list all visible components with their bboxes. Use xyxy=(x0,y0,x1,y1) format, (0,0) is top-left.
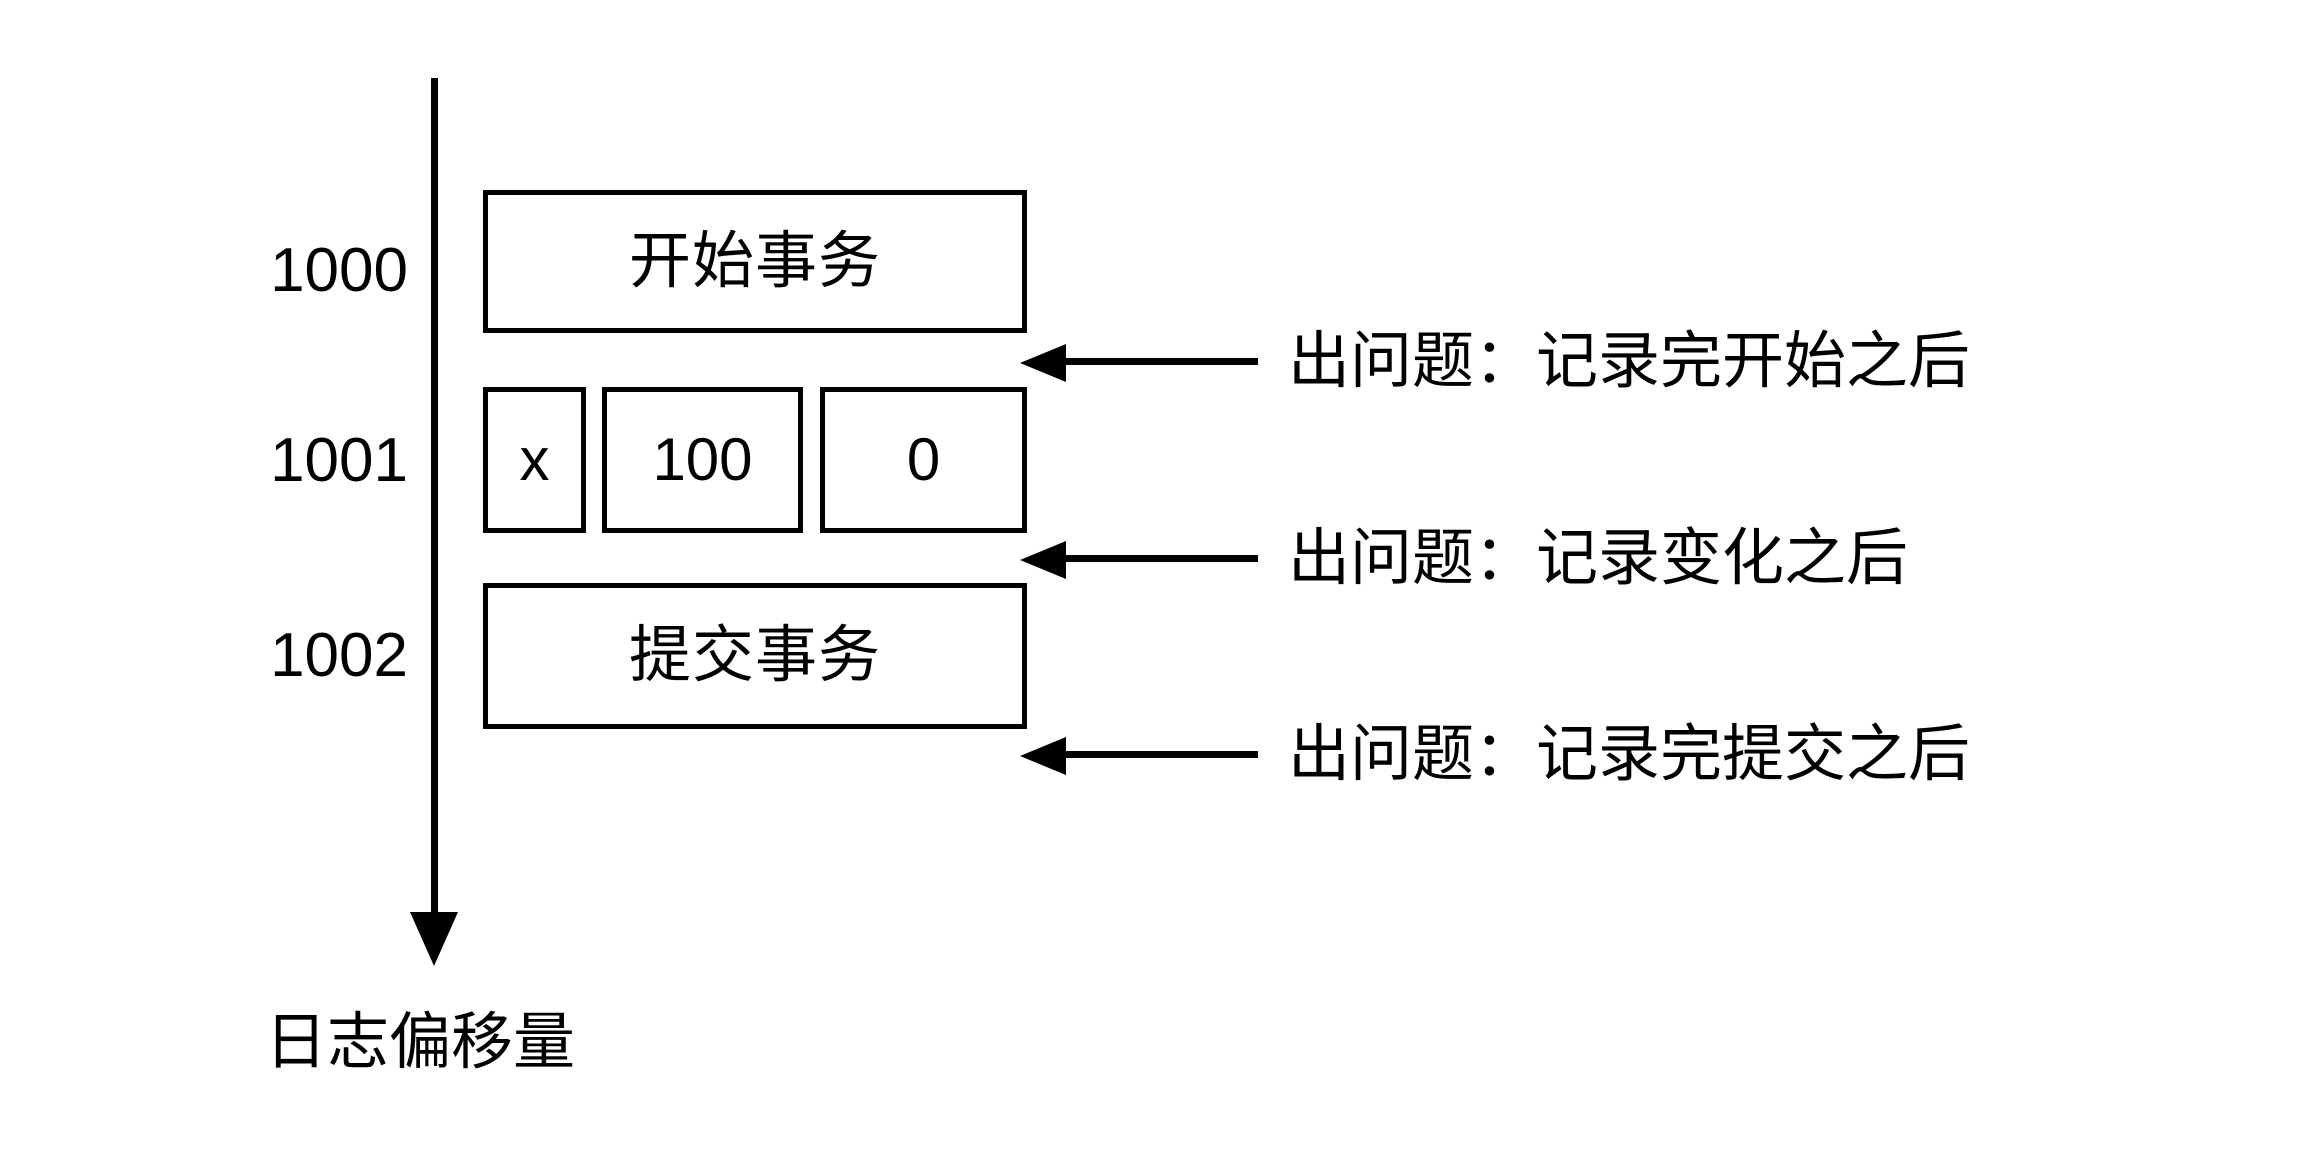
log-record-change-cell-old-value[interactable]: 100 xyxy=(602,387,803,533)
annotation-arrow-1 xyxy=(1020,342,1258,382)
log-record-commit[interactable]: 提交事务 xyxy=(483,583,1027,729)
annotation-arrow-2 xyxy=(1020,539,1258,579)
log-record-change-cell-new-value-label: 0 xyxy=(906,426,941,493)
annotation-text-3: 出问题：记录完提交之后 xyxy=(1288,720,1971,789)
log-record-begin-label: 开始事务 xyxy=(628,226,881,296)
annotation-arrow-2-shaft xyxy=(1060,555,1258,562)
axis-caption: 日志偏移量 xyxy=(265,1008,576,1077)
left-arrow-icon xyxy=(1020,737,1066,775)
down-arrow-icon xyxy=(410,912,458,966)
offset-label-1002: 1002 xyxy=(270,621,408,690)
log-record-change-cell-new-value[interactable]: 0 xyxy=(820,387,1027,533)
log-record-commit-label: 提交事务 xyxy=(628,621,881,690)
log-record-change-cell-name[interactable]: x xyxy=(483,387,586,533)
offset-label-1001: 1001 xyxy=(270,426,408,495)
annotation-arrow-1-shaft xyxy=(1060,358,1258,365)
log-record-change-cell-name-label: x xyxy=(519,426,550,493)
log-offset-axis-line xyxy=(431,78,438,916)
log-record-begin[interactable]: 开始事务 xyxy=(483,190,1027,333)
log-record-change-cell-old-value-label: 100 xyxy=(652,426,753,493)
annotation-arrow-3 xyxy=(1020,735,1258,775)
annotation-arrow-3-shaft xyxy=(1060,751,1258,758)
annotation-text-1: 出问题：记录完开始之后 xyxy=(1288,327,1971,396)
offset-label-1000: 1000 xyxy=(270,236,408,305)
left-arrow-icon xyxy=(1020,344,1066,382)
annotation-text-2: 出问题：记录变化之后 xyxy=(1288,524,1909,593)
left-arrow-icon xyxy=(1020,541,1066,579)
